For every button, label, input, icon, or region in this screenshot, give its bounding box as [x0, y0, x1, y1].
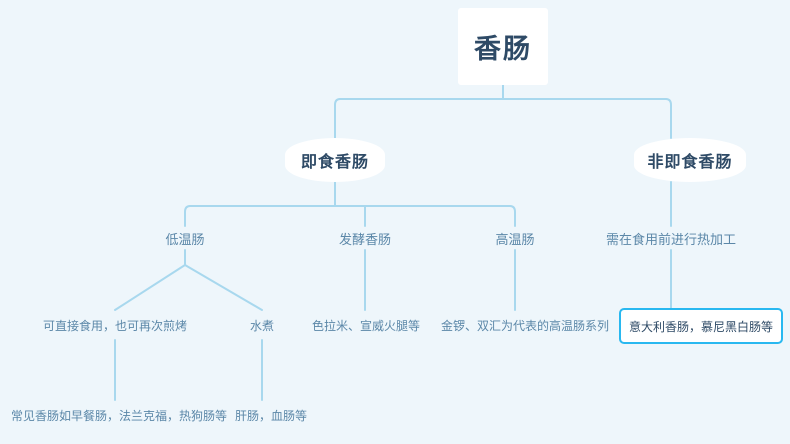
- node-root[interactable]: 香肠: [458, 8, 548, 85]
- node-eat-directly-or-pan-fry[interactable]: 可直接食用，也可再次煎烤: [42, 318, 187, 333]
- node-liver-blood-sausage[interactable]: 肝肠，血肠等: [234, 408, 307, 423]
- node-common-sausages-breakfast-frankfurt-hotdog[interactable]: 常见香肠如早餐肠，法兰克福，热狗肠等: [10, 408, 227, 423]
- node-jinluo-shuanghui-series[interactable]: 金锣、双汇为代表的高温肠系列: [440, 318, 609, 333]
- node-low-temp-sausage[interactable]: 低温肠: [165, 231, 205, 247]
- edge-l2left-to-c: [509, 205, 516, 227]
- node-non-ready-to-eat-sausage[interactable]: 非即食香肠: [634, 138, 746, 182]
- node-ready-to-eat-sausage[interactable]: 即食香肠: [285, 138, 385, 182]
- node-italian-sausage-munich-weisswurst[interactable]: 意大利香肠，慕尼黑白肠等: [619, 308, 783, 344]
- node-salami-xuanwei-ham[interactable]: 色拉米、宣威火腿等: [311, 318, 420, 333]
- node-requires-heating-before-eating[interactable]: 需在食用前进行热加工: [605, 231, 736, 247]
- node-high-temp-sausage[interactable]: 高温肠: [495, 231, 535, 247]
- edge-l3a-to-left: [114, 264, 186, 311]
- node-boiled[interactable]: 水煮: [249, 318, 274, 333]
- edge-bus-right: [665, 98, 672, 139]
- node-fermented-sausage[interactable]: 发酵香肠: [338, 231, 391, 247]
- edge-l2left-to-a: [184, 205, 191, 227]
- edge-bus-left: [334, 98, 341, 139]
- edge-l3a-to-right: [184, 264, 263, 311]
